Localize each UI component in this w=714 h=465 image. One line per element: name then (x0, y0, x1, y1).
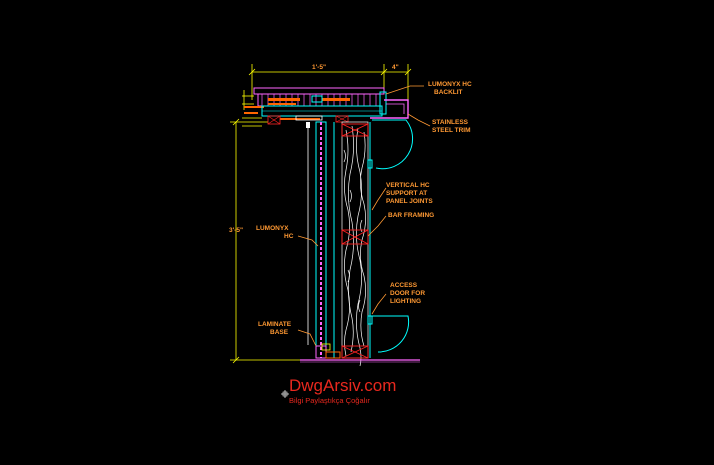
label-lumonyx-backlit-2: BACKLIT (434, 89, 463, 96)
top-cap-assembly (244, 87, 409, 125)
label-lumonyx-hc-2: HC (284, 233, 294, 240)
label-bar-framing: BAR FRAMING (388, 212, 434, 219)
label-access-3: LIGHTING (390, 298, 421, 305)
label-lumonyx-backlit-1: LUMONYX HC (428, 81, 472, 88)
leader-lines (297, 85, 431, 347)
label-stainless-2: STEEL TRIM (432, 127, 471, 134)
watermark-title: DwgArsiv.com (289, 376, 396, 395)
dim-top-right: 4" (392, 64, 399, 71)
label-laminate-2: BASE (270, 329, 289, 336)
label-vertical-1: VERTICAL HC (386, 182, 430, 189)
label-lumonyx-hc-1: LUMONYX (256, 225, 289, 232)
dim-height: 3'-5" (229, 227, 243, 234)
label-stainless-1: STAINLESS (432, 119, 469, 126)
bar-framing (341, 123, 369, 359)
dim-top-width: 1'-5" (312, 64, 326, 71)
label-access-2: DOOR FOR (390, 290, 425, 297)
cyan-supports (333, 122, 373, 358)
label-laminate-1: LAMINATE (258, 321, 292, 328)
access-door-swings (372, 119, 414, 353)
lumonyx-vertical-panel (306, 121, 327, 359)
dimension-lines (230, 64, 412, 364)
base-assembly (300, 343, 420, 363)
label-access-1: ACCESS (390, 282, 418, 289)
label-vertical-3: PANEL JOINTS (386, 198, 433, 205)
label-vertical-2: SUPPORT AT (386, 190, 427, 197)
watermark: DwgArsiv.com Bilgi Paylaştıkça Çoğalır (281, 376, 396, 405)
watermark-subtitle: Bilgi Paylaştıkça Çoğalır (289, 396, 370, 405)
